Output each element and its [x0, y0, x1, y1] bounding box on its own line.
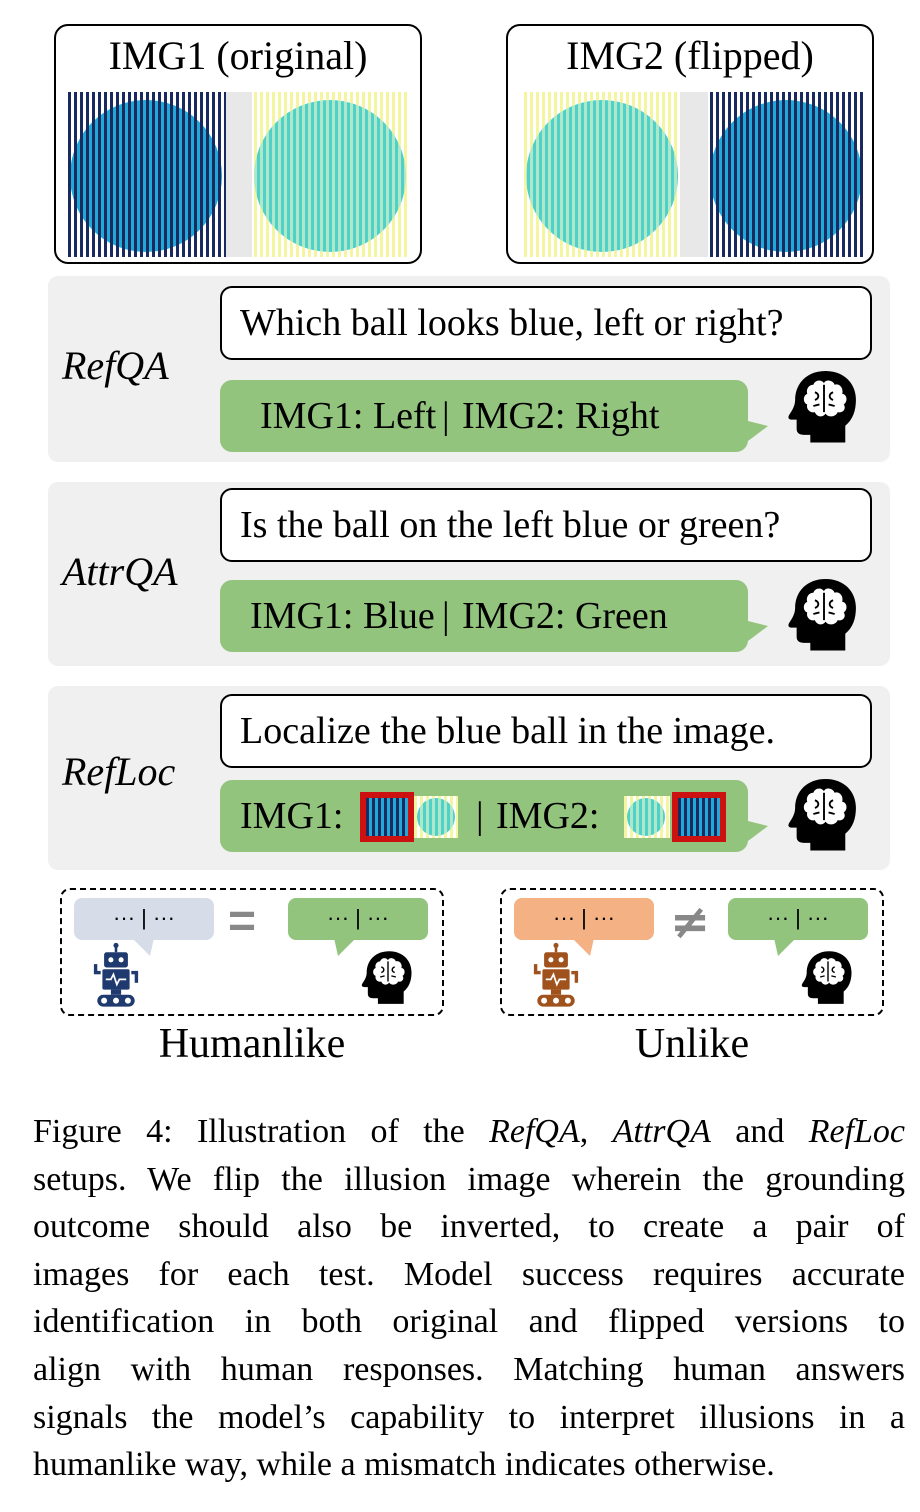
- img2-localization-thumbnail: [624, 792, 726, 842]
- caption-line: Figure 4: Illustration of the RefQA, Att…: [33, 1108, 905, 1156]
- attrqa-question-box: Is the ball on the left blue or green?: [220, 488, 872, 562]
- caption-line: setups. We flip the illusion image where…: [33, 1160, 905, 1198]
- caption-text: and: [710, 1113, 809, 1150]
- caption-text: Figure 4: Illustration of the: [33, 1113, 490, 1150]
- caption-line: outcome should also be inverted, to crea…: [33, 1208, 905, 1246]
- refloc-answer-img2: IMG2:: [496, 795, 600, 837]
- gap-divider: [680, 92, 708, 257]
- img1-title: IMG1 (original): [108, 33, 368, 78]
- refqa-label: RefQA: [62, 343, 169, 388]
- robot-icon: [530, 942, 582, 1010]
- human-head-brain-icon: [800, 946, 856, 1008]
- refqa-answer-bubble: IMG1: Left | IMG2: Right: [220, 380, 768, 452]
- refloc-answer-img1: IMG1:: [240, 795, 344, 837]
- refloc-section: RefLoc Localize the blue ball in the ima…: [48, 686, 890, 870]
- human-head-brain-icon: [786, 364, 862, 448]
- unlike-comparison-box: ··· | ··· ≠ ··· | ···: [500, 888, 884, 1016]
- caption-attrqa: AttrQA: [612, 1113, 711, 1150]
- answer-separator: |: [476, 795, 484, 837]
- human-answer-bubble: ··· | ···: [728, 898, 868, 940]
- img1-panel: IMG1 (original): [54, 24, 422, 264]
- humanlike-label: Humanlike: [158, 1021, 346, 1067]
- caption-text: ,: [579, 1113, 613, 1150]
- unlike-label: Unlike: [634, 1021, 750, 1067]
- refqa-answer-img2: IMG2: Right: [462, 395, 660, 437]
- caption-line: align with human responses. Matching hum…: [33, 1350, 905, 1388]
- bubble-tail: [774, 938, 796, 956]
- equal-sign: =: [228, 895, 257, 948]
- bubble-tail: [572, 938, 594, 956]
- answer-separator: |: [442, 395, 450, 437]
- refloc-answer-bubble: IMG1: | IMG2:: [220, 780, 768, 852]
- refloc-label: RefLoc: [62, 749, 176, 794]
- caption-refloc: RefLoc: [808, 1113, 906, 1150]
- img1-illusion-image: [68, 92, 408, 257]
- robot-icon: [90, 942, 142, 1010]
- refqa-answer-img1: IMG1: Left: [260, 395, 437, 437]
- left-ball: [70, 100, 222, 252]
- left-ball: [526, 100, 678, 252]
- refqa-section: RefQA Which ball looks blue, left or rig…: [48, 276, 890, 462]
- attrqa-answer-img1: IMG1: Blue: [250, 595, 435, 637]
- bubble-tail: [744, 820, 768, 844]
- answer-separator: |: [442, 595, 450, 637]
- caption-line: signals the model’s capability to interp…: [33, 1398, 905, 1436]
- attrqa-section: AttrQA Is the ball on the left blue or g…: [48, 482, 890, 666]
- attrqa-label: AttrQA: [62, 549, 178, 594]
- human-answer-bubble: ··· | ···: [288, 898, 428, 940]
- human-head-brain-icon: [786, 772, 862, 856]
- img1-localization-thumbnail: [360, 792, 458, 842]
- attrqa-answer-img2: IMG2: Green: [462, 595, 668, 637]
- img2-title: IMG2 (flipped): [566, 33, 814, 78]
- figure-caption: Figure 4: Illustration of the RefQA, Att…: [33, 1108, 905, 1489]
- not-equal-sign: ≠: [670, 894, 711, 950]
- human-head-brain-icon: [786, 572, 862, 656]
- bubble-tail: [744, 620, 768, 644]
- humanlike-comparison-box: ··· | ··· = ··· | ···: [60, 888, 444, 1016]
- bubble-tail: [744, 420, 768, 444]
- robot-answer-bubble: ··· | ···: [74, 898, 214, 940]
- attrqa-answer-bubble: IMG1: Blue | IMG2: Green: [220, 580, 768, 652]
- human-head-brain-icon: [360, 946, 416, 1008]
- right-ball: [710, 100, 862, 252]
- refqa-question-box: Which ball looks blue, left or right?: [220, 286, 872, 360]
- caption-line: humanlike way, while a mismatch indicate…: [33, 1446, 775, 1484]
- bubble-tail: [334, 938, 356, 956]
- img2-panel: IMG2 (flipped): [506, 24, 874, 264]
- bubble-tail: [132, 938, 154, 956]
- gap-divider: [226, 92, 252, 257]
- refloc-question-box: Localize the blue ball in the image.: [220, 694, 872, 768]
- img2-illusion-image: [524, 92, 864, 257]
- robot-answer-bubble: ··· | ···: [514, 898, 654, 940]
- caption-refqa: RefQA: [489, 1113, 580, 1150]
- caption-line: identification in both original and flip…: [33, 1303, 905, 1341]
- caption-line: images for each test. Model success requ…: [33, 1255, 905, 1293]
- right-ball: [254, 100, 406, 252]
